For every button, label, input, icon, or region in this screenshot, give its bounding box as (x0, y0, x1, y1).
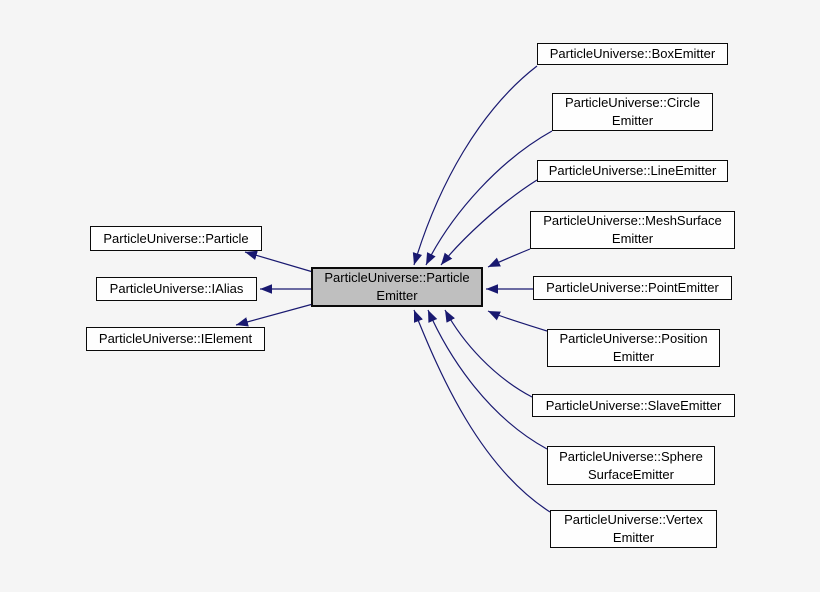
node-vertexemitter[interactable]: ParticleUniverse::Vertex Emitter (550, 510, 717, 548)
node-ialias[interactable]: ParticleUniverse::IAlias (96, 277, 257, 301)
edge-spheresurfaceemitter-to-particleemitter (427, 309, 548, 450)
node-positionemitter[interactable]: ParticleUniverse::Position Emitter (547, 329, 720, 367)
node-boxemitter[interactable]: ParticleUniverse::BoxEmitter (537, 43, 728, 65)
edge-positionemitter-to-particleemitter (487, 310, 548, 332)
edge-particleemitter-to-particle (244, 250, 314, 273)
node-lineemitter[interactable]: ParticleUniverse::LineEmitter (537, 160, 728, 182)
node-spheresurfaceemitter[interactable]: ParticleUniverse::Sphere SurfaceEmitter (547, 446, 715, 485)
edge-circleemitter-to-particleemitter (425, 130, 553, 266)
node-particle[interactable]: ParticleUniverse::Particle (90, 226, 262, 251)
node-pointemitter[interactable]: ParticleUniverse::PointEmitter (533, 276, 732, 300)
node-slaveemitter[interactable]: ParticleUniverse::SlaveEmitter (532, 394, 735, 417)
node-ielement[interactable]: ParticleUniverse::IElement (86, 327, 265, 351)
node-meshsurfaceemitter[interactable]: ParticleUniverse::MeshSurface Emitter (530, 211, 735, 249)
node-circleemitter[interactable]: ParticleUniverse::Circle Emitter (552, 93, 713, 131)
edge-boxemitter-to-particleemitter (412, 65, 538, 266)
edge-meshsurfaceemitter-to-particleemitter (487, 248, 531, 268)
edge-slaveemitter-to-particleemitter (444, 309, 533, 398)
node-particleemitter: ParticleUniverse::Particle Emitter (311, 267, 483, 307)
edge-particleemitter-to-ielement (235, 303, 314, 327)
edge-lineemitter-to-particleemitter (440, 179, 538, 266)
edge-vertexemitter-to-particleemitter (413, 309, 551, 513)
